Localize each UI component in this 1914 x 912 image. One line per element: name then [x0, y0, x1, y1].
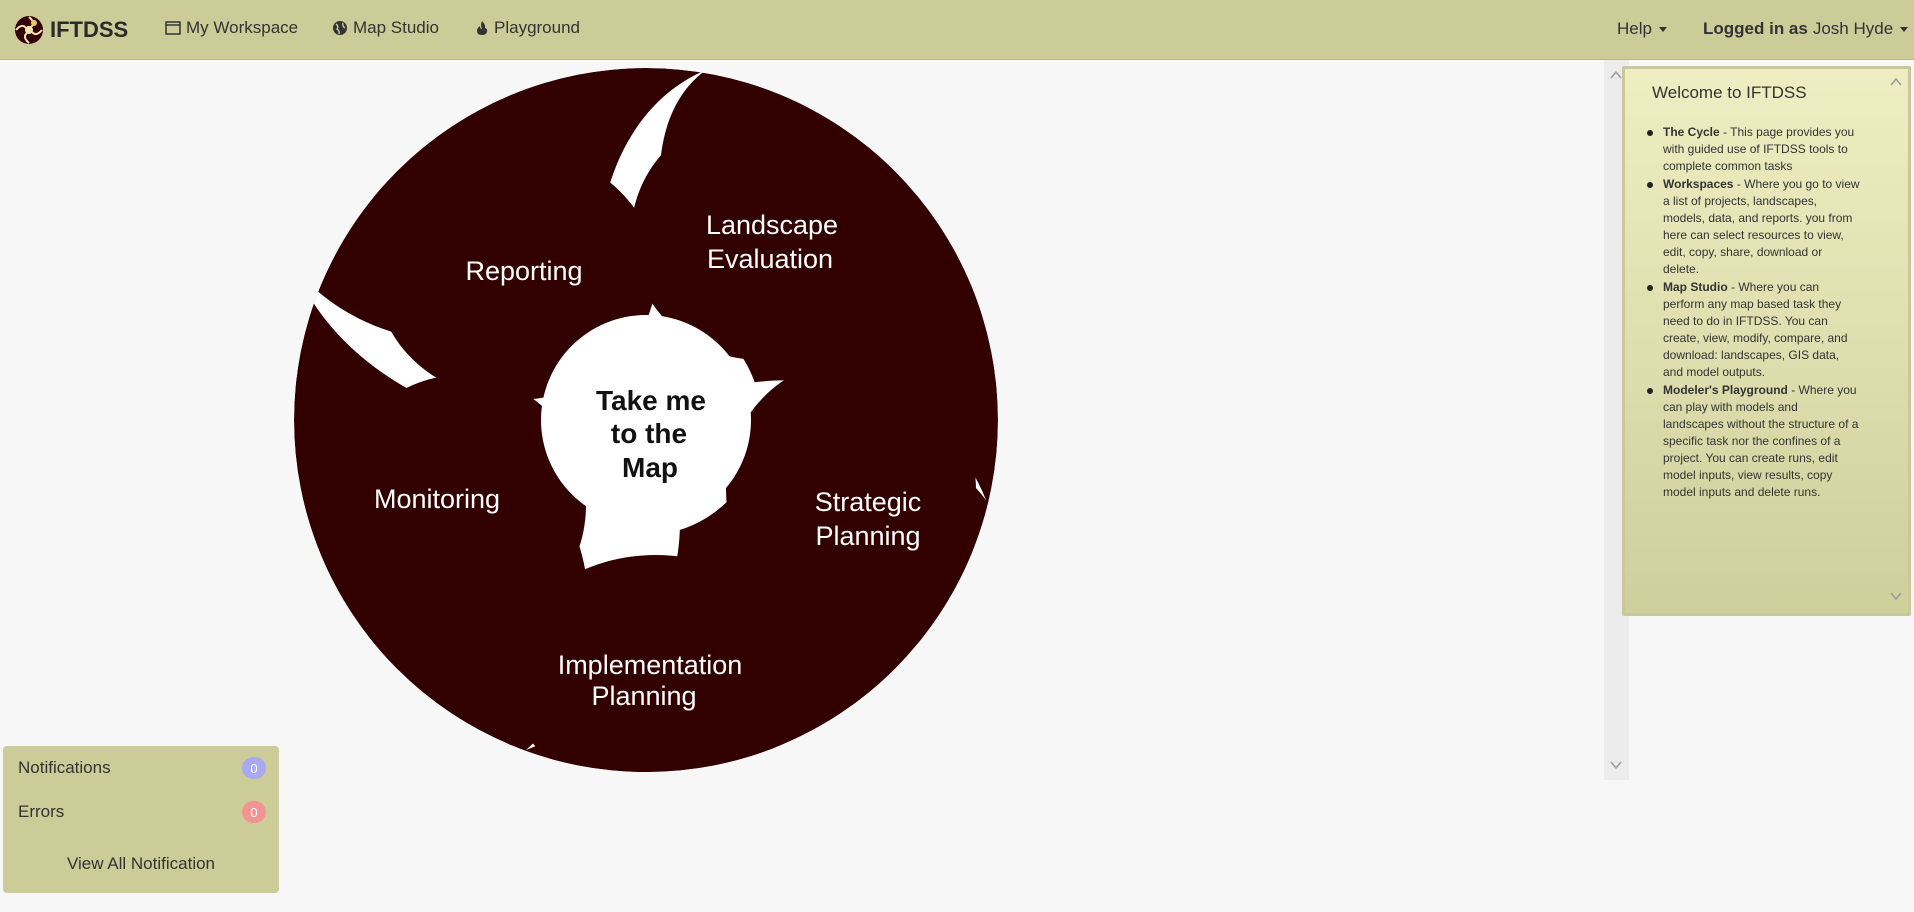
segment-strategic-label-1: Strategic: [815, 487, 922, 517]
welcome-list: The Cycle - This page provides you with …: [1641, 124, 1861, 502]
segment-landscape-evaluation[interactable]: [631, 110, 891, 360]
list-item: Workspaces - Where you go to view a list…: [1641, 176, 1861, 278]
nav-my-workspace[interactable]: My Workspace: [165, 18, 298, 38]
list-item-term: Modeler's Playground: [1663, 383, 1788, 397]
nav-playground[interactable]: Playground: [475, 18, 580, 38]
nav-map-studio[interactable]: Map Studio: [332, 18, 439, 38]
window-icon: [165, 21, 181, 35]
brand-title: IFTDSS: [50, 17, 129, 42]
view-all-notifications-link[interactable]: View All Notification: [66, 854, 216, 873]
nav-my-workspace-label: My Workspace: [186, 18, 299, 37]
user-name: Josh Hyde: [1812, 19, 1894, 38]
list-item: The Cycle - This page provides you with …: [1641, 124, 1861, 175]
list-item-term: Map Studio: [1663, 280, 1728, 294]
list-item-text: - Where you can play with models and lan…: [1663, 383, 1859, 499]
cycle-lobes: [336, 110, 976, 780]
segment-landscape-label-2: Evaluation: [707, 244, 833, 274]
list-item-text: - Where you go to view a list of project…: [1663, 177, 1860, 276]
user-menu[interactable]: Logged in as Josh Hyde: [1703, 19, 1909, 39]
globe-icon: [333, 21, 347, 35]
segment-implementation-label-1: Implementation: [558, 650, 743, 680]
help-dropdown[interactable]: Help: [1617, 19, 1667, 39]
notifications-count-badge: 0: [242, 757, 266, 779]
list-item: Modeler's Playground - Where you can pla…: [1641, 382, 1861, 501]
center-label-3: Map: [622, 452, 678, 483]
segment-reporting-label: Reporting: [465, 256, 582, 286]
nav-playground-label: Playground: [494, 18, 581, 37]
segment-implementation-planning[interactable]: [506, 555, 806, 780]
scroll-down-icon[interactable]: [1609, 758, 1623, 772]
brand[interactable]: IFTDSS: [14, 14, 128, 46]
list-item-text: - This page provides you with guided use…: [1663, 125, 1855, 173]
list-item: Map Studio - Where you can perform any m…: [1641, 279, 1861, 381]
list-item-term: Workspaces: [1663, 177, 1734, 191]
list-item-term: The Cycle: [1663, 125, 1720, 139]
welcome-title: Welcome to IFTDSS: [1652, 83, 1807, 102]
map-center[interactable]: [541, 315, 751, 525]
segment-landscape-label-1: Landscape: [706, 210, 838, 240]
segment-strategic-planning[interactable]: [726, 360, 976, 620]
caret-down-icon: [1900, 26, 1909, 32]
help-label: Help: [1617, 19, 1652, 38]
errors-count-badge: 0: [242, 801, 266, 823]
notifications-panel: Notifications 0 Errors 0 View All Notifi…: [3, 746, 279, 893]
notifications-label: Notifications: [18, 758, 111, 777]
segment-strategic-label-2: Planning: [815, 521, 920, 551]
center-label-1: Take me: [596, 385, 706, 416]
iftdss-logo-icon: [15, 16, 43, 44]
list-item-text: - Where you can perform any map based ta…: [1663, 280, 1848, 379]
scroll-up-icon[interactable]: [1609, 68, 1623, 82]
user-prefix: Logged in as: [1703, 19, 1808, 38]
scroll-up-icon[interactable]: [1889, 75, 1903, 89]
top-navbar: IFTDSS My Workspace Map Studio Playgroun…: [0, 0, 1914, 60]
segment-monitoring-label: Monitoring: [374, 484, 500, 514]
cycle-diagram: Landscape Evaluation Reporting Monitorin…: [294, 68, 998, 780]
segment-implementation-label-2: Planning: [591, 681, 696, 711]
scroll-down-icon[interactable]: [1889, 589, 1903, 603]
center-label-2: to the: [611, 418, 687, 449]
segment-monitoring[interactable]: [336, 375, 586, 635]
notifications-row[interactable]: Notifications 0: [18, 756, 274, 780]
nav-map-studio-label: Map Studio: [353, 18, 439, 37]
fire-icon: [477, 21, 488, 35]
errors-label: Errors: [18, 802, 65, 821]
errors-row[interactable]: Errors 0: [18, 800, 274, 824]
welcome-panel: Welcome to IFTDSS The Cycle - This page …: [1622, 66, 1911, 616]
welcome-scrollbar[interactable]: [1884, 69, 1908, 613]
caret-down-icon: [1658, 26, 1667, 32]
